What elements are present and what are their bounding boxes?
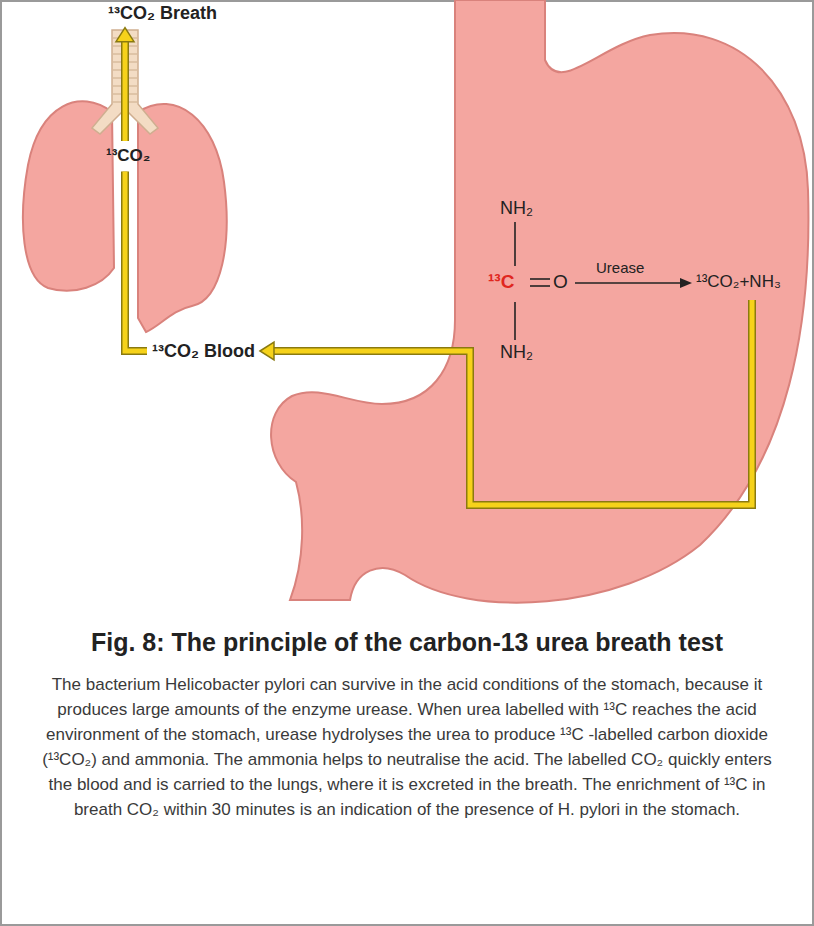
- products-label: ¹³CO₂+NH₃: [696, 272, 781, 292]
- figure-title: Fig. 8: The principle of the carbon-13 u…: [10, 628, 804, 657]
- flow-line: [272, 300, 752, 505]
- flow-arrowhead: [260, 342, 274, 360]
- stomach: [271, 0, 808, 603]
- lung-label: ¹³CO₂: [106, 146, 150, 166]
- flow-arrowhead: [116, 28, 134, 42]
- flow-line: [125, 40, 147, 351]
- enzyme-label: Urease: [596, 259, 644, 276]
- flow-line: [272, 300, 752, 505]
- oxygen-atom: O: [553, 271, 568, 293]
- figure-caption: The bacterium Helicobacter pylori can su…: [30, 672, 784, 822]
- double-bond: [530, 285, 550, 287]
- double-bond: [530, 278, 550, 280]
- blood-label: ¹³CO₂ Blood: [152, 341, 255, 362]
- reaction-arrow: [575, 282, 682, 284]
- reaction-arrowhead: [680, 278, 692, 288]
- amine-group: NH₂: [500, 198, 533, 219]
- right-lung: [138, 104, 227, 332]
- bond: [514, 222, 516, 266]
- labelled-carbon: ¹³C: [488, 271, 514, 293]
- flow-line: [125, 40, 147, 351]
- bond: [514, 302, 516, 340]
- amine-group: NH₂: [500, 342, 533, 363]
- breath-label: ¹³CO₂ Breath: [108, 3, 217, 24]
